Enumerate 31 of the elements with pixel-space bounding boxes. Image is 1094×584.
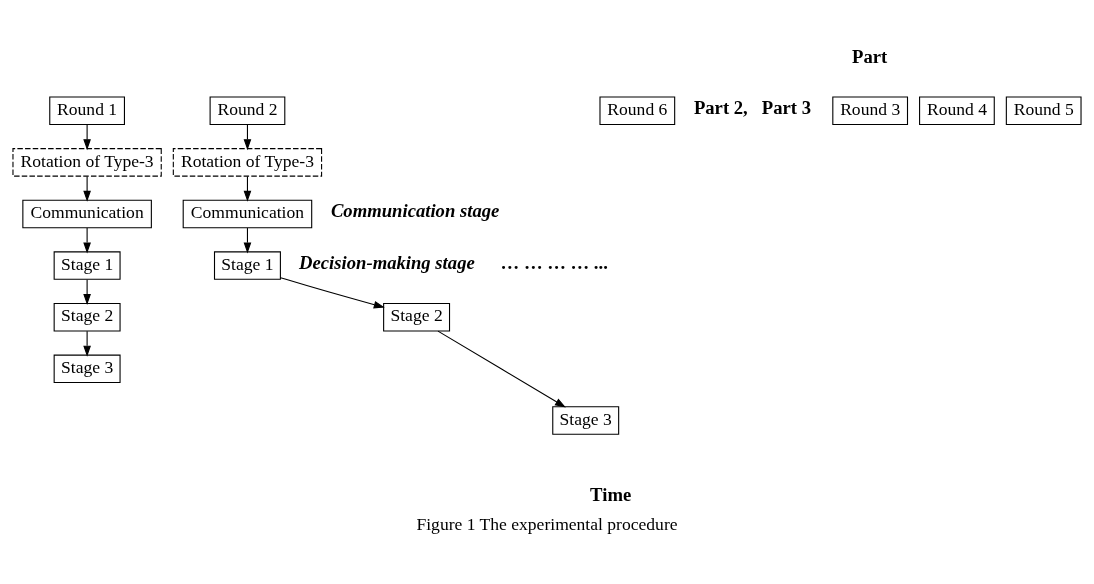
node-box: Stage 1 — [213, 250, 281, 280]
node-box: Stage 2 — [53, 302, 121, 331]
node-box: Rotation of Type-3 — [12, 147, 162, 177]
arrow — [83, 278, 91, 305]
node-box: Round 1 — [49, 95, 125, 125]
label: Part 2, Part 3 — [693, 96, 811, 118]
label: Time — [590, 483, 632, 505]
node-box: Communication — [22, 199, 152, 228]
arrow — [83, 227, 91, 253]
label: Decision-making stage — [299, 251, 475, 273]
node-box: Stage 1 — [53, 250, 121, 280]
arrow — [83, 175, 91, 202]
caption: Figure 1 The experimental procedure — [416, 513, 678, 533]
node-box: Round 5 — [1005, 95, 1082, 125]
node-box: Stage 3 — [53, 354, 121, 383]
arrow — [83, 330, 91, 357]
label: Communication stage — [330, 199, 500, 221]
label: Part — [852, 45, 888, 67]
arrow — [243, 175, 252, 202]
node-box: Communication — [182, 199, 313, 228]
arrow — [280, 276, 385, 308]
arrow — [83, 123, 91, 150]
node-box: Round 3 — [832, 95, 909, 125]
node-box: Stage 2 — [383, 302, 451, 331]
node-box: Stage 3 — [552, 405, 620, 435]
label: … … … … ... — [500, 251, 608, 273]
node-box: Round 2 — [209, 95, 286, 125]
node-box: Round 4 — [919, 95, 995, 125]
node-box: Rotation of Type-3 — [172, 147, 323, 177]
arrow — [437, 330, 566, 407]
node-box: Round 6 — [599, 95, 676, 125]
